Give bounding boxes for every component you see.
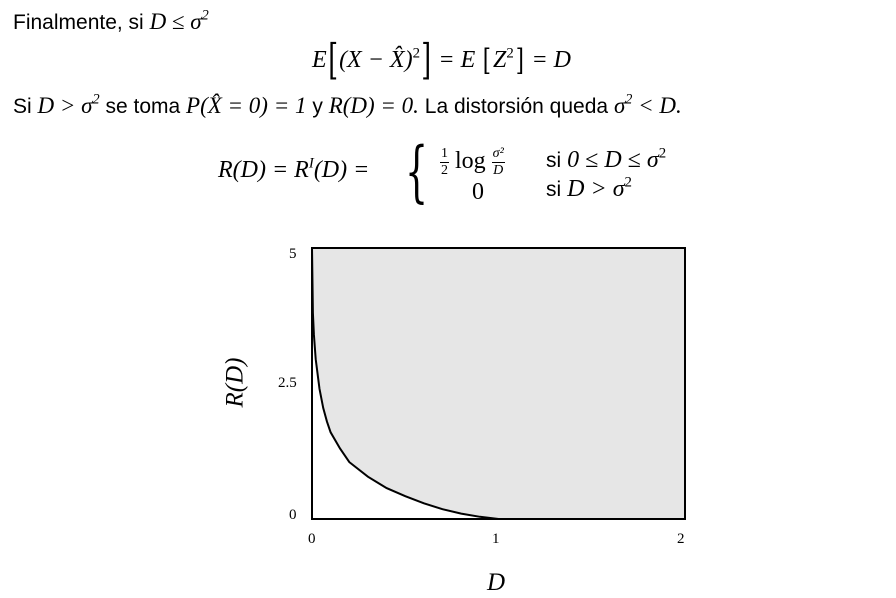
- rd-curve: [311, 247, 685, 520]
- case-2-value: 0: [472, 179, 484, 205]
- y-tick-0: 0: [289, 507, 297, 523]
- intro-line: Finalmente, si D ≤ σ2: [13, 7, 209, 34]
- left-brace: {: [405, 133, 429, 210]
- intro-text: Finalmente, si: [13, 11, 144, 34]
- y-tick-2.5: 2.5: [278, 375, 297, 391]
- x-tick-1: 1: [492, 531, 500, 547]
- x-tick-0: 0: [308, 531, 316, 547]
- mse-equation: E[(X − X̂)2] = E [Z2] = D: [312, 35, 572, 84]
- x-tick-2: 2: [677, 531, 685, 547]
- achievable-region: [312, 248, 685, 519]
- case-1-condition: si 0 ≤ D ≤ σ2: [546, 145, 667, 173]
- right-bracket: ]: [421, 35, 432, 84]
- left-bracket: [: [327, 35, 338, 84]
- intro-math: D ≤ σ2: [149, 7, 209, 34]
- condition-line: Si D > σ2 se toma P(X̂ = 0) = 1 y R(D) =…: [13, 91, 682, 118]
- y-axis-label: R(D): [221, 357, 249, 408]
- case-2-condition: si D > σ2: [546, 174, 632, 202]
- y-tick-5: 5: [289, 246, 297, 262]
- x-axis-label: D: [487, 569, 506, 596]
- rate-distortion-equation: R(D) = RI(D) =: [218, 155, 370, 183]
